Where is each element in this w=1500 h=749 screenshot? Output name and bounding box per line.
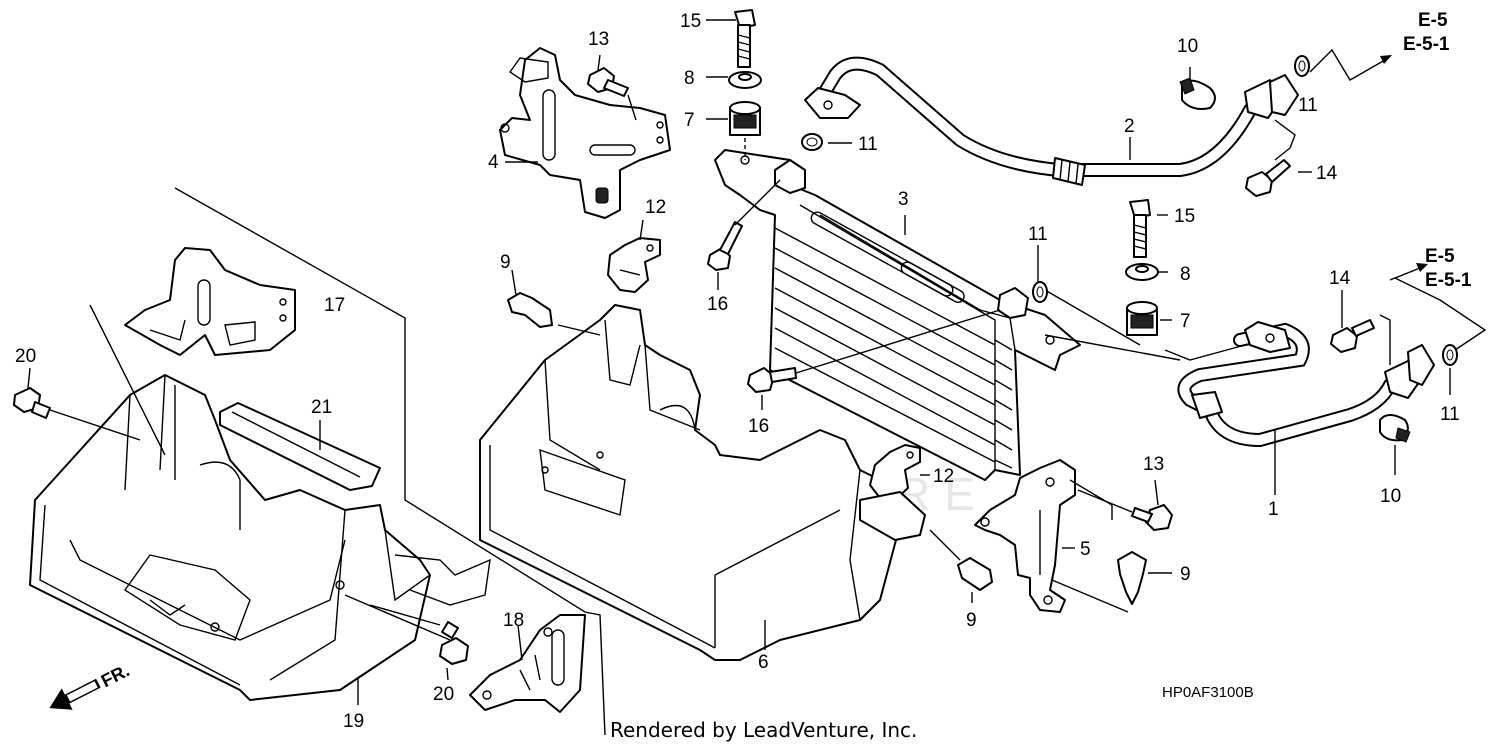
front-label: FR. <box>98 660 133 691</box>
washer-8b <box>1125 263 1159 281</box>
callout-9: 9 <box>966 610 977 631</box>
ref-mid-e51: E-5-1 <box>1425 270 1472 291</box>
frame-line <box>174 187 606 736</box>
callout-2: 2 <box>1124 116 1135 137</box>
clamp-10a <box>1179 77 1216 110</box>
bracket-18 <box>469 614 586 713</box>
ref-top-e5: E-5 <box>1418 10 1448 31</box>
callout-18: 18 <box>503 610 524 631</box>
bolt-16b <box>747 367 797 393</box>
oil-cooler-3 <box>714 149 1081 481</box>
callout-15: 15 <box>680 11 701 32</box>
grommet-7a <box>729 101 761 136</box>
washer-11c <box>1032 281 1048 303</box>
footer-credit: Rendered by LeadVenture, Inc. <box>610 718 918 742</box>
clip-9b <box>957 557 993 591</box>
callout-15: 15 <box>1174 206 1195 227</box>
clip-12a <box>607 237 661 293</box>
clip-12b <box>859 444 926 541</box>
diagram-code: HP0AF3100B <box>1162 684 1254 701</box>
callout-10: 10 <box>1177 36 1198 57</box>
washer-11a <box>801 133 823 151</box>
callout-13: 13 <box>588 29 609 50</box>
callout-11: 11 <box>1440 404 1460 425</box>
callout-11: 11 <box>1028 224 1048 245</box>
callout-leaders <box>27 19 1451 705</box>
bolt-14b <box>1330 319 1375 353</box>
pipe-1 <box>1177 321 1435 448</box>
bolt-15a <box>734 9 756 68</box>
callout-6: 6 <box>758 652 769 673</box>
bolt-13b <box>1131 504 1173 531</box>
ref-top-e51: E-5-1 <box>1403 34 1450 55</box>
bracket-17 <box>124 247 296 356</box>
callout-21: 21 <box>311 397 332 418</box>
callout-11: 11 <box>858 134 878 155</box>
callout-16: 16 <box>707 294 728 315</box>
callout-20: 20 <box>15 346 36 367</box>
washer-11b <box>1294 55 1310 77</box>
callout-14: 14 <box>1329 268 1351 289</box>
washer-8a <box>728 71 762 89</box>
callout-20: 20 <box>433 684 454 705</box>
bolt-15b <box>1129 199 1151 258</box>
callout-11: 11 <box>1298 95 1318 116</box>
pipe-2 <box>804 56 1299 186</box>
ref-mid-e5: E-5 <box>1425 246 1455 267</box>
clamp-10b <box>1379 414 1411 443</box>
shroud-6 <box>479 304 901 661</box>
bolt-20a <box>13 387 51 419</box>
callout-8: 8 <box>684 68 695 89</box>
strap-21 <box>219 402 381 491</box>
front-arrow: FR. <box>49 660 133 710</box>
callout-8: 8 <box>1180 264 1191 285</box>
callout-12: 12 <box>645 197 666 218</box>
callout-4: 4 <box>488 152 499 173</box>
bracket-5 <box>974 459 1076 613</box>
callout-9: 9 <box>1180 564 1191 585</box>
callout-numbers: 15 8 7 13 4 11 2 3 10 11 14 11 15 8 7 14… <box>15 11 1460 732</box>
callout-9: 9 <box>500 252 511 273</box>
washer-11d <box>1442 344 1458 366</box>
clip-9a <box>507 292 553 328</box>
callout-17: 17 <box>324 295 345 316</box>
callout-14: 14 <box>1316 163 1338 184</box>
callout-7: 7 <box>1180 311 1191 332</box>
callout-10: 10 <box>1380 486 1401 507</box>
callout-7: 7 <box>684 110 695 131</box>
callout-1: 1 <box>1268 499 1279 520</box>
bolt-13a <box>587 67 629 97</box>
callout-13: 13 <box>1143 454 1164 475</box>
leader-17 <box>89 304 166 456</box>
grommet-7b <box>1126 301 1158 336</box>
callout-3: 3 <box>898 189 909 210</box>
leader-20a <box>49 409 141 441</box>
callout-16: 16 <box>748 416 769 437</box>
bolt-20b <box>439 621 469 665</box>
callout-5: 5 <box>1080 539 1091 560</box>
callout-12: 12 <box>933 466 954 487</box>
bracket-4 <box>499 47 671 219</box>
bolt-14a <box>1245 159 1291 197</box>
tray-19 <box>29 374 491 701</box>
bolt-16a <box>707 221 743 271</box>
clip-9c <box>1117 551 1147 605</box>
callout-19: 19 <box>343 711 364 732</box>
